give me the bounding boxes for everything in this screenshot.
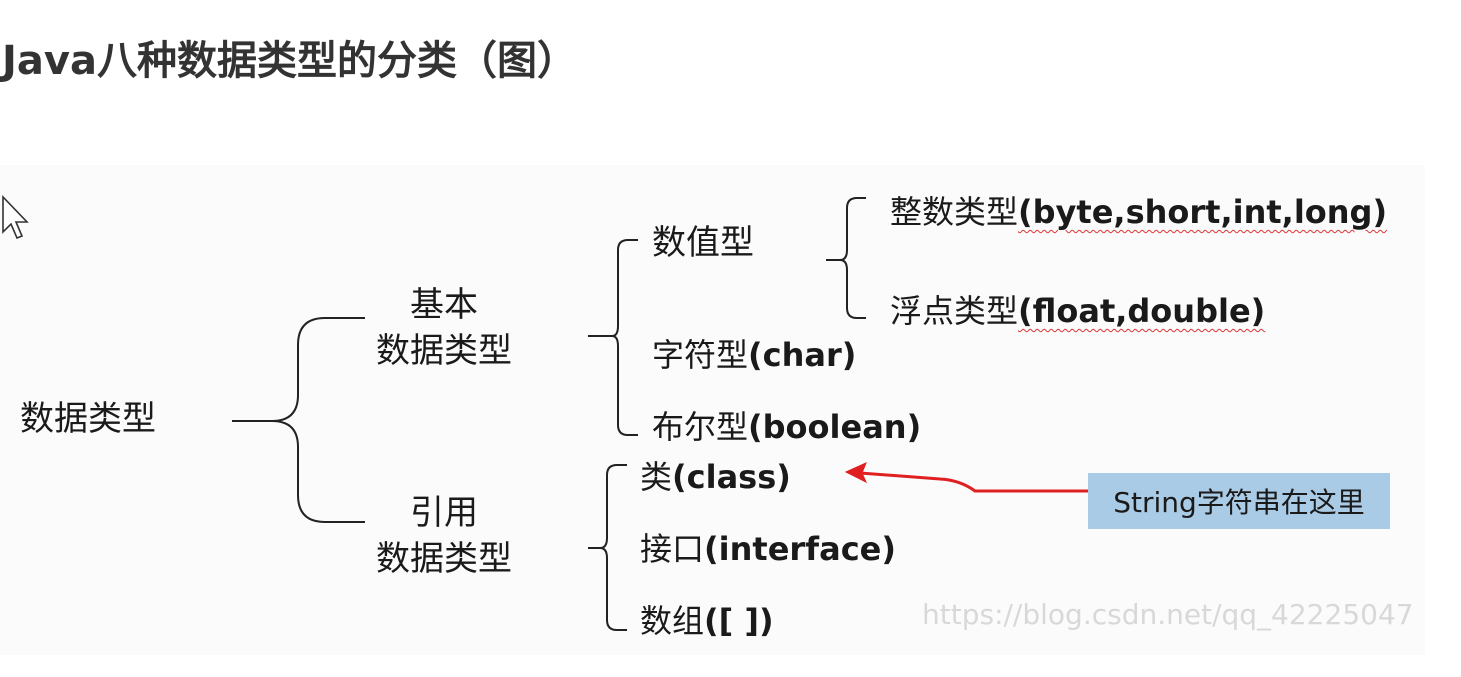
interface-type-list: (interface) (704, 530, 896, 568)
mouse-cursor-icon (2, 195, 29, 240)
basic-brace (588, 239, 638, 436)
array-type-label: 数组 (640, 602, 705, 640)
float-types-label: 浮点类型 (890, 292, 1019, 330)
integer-types-label: 整数类型 (890, 193, 1019, 231)
integer-types-list: (byte,short,int,long) (1018, 193, 1388, 231)
page-title: Java八种数据类型的分类（图） (2, 38, 577, 84)
root-label: 数据类型 (20, 399, 156, 439)
char-type-label: 字符型 (652, 336, 749, 374)
float-types-list: (float,double) (1018, 292, 1266, 330)
interface-type-label: 接口 (640, 530, 705, 568)
reference-types-line1: 引用 (410, 493, 478, 533)
string-callout: String字符串在这里 (1088, 473, 1390, 529)
numeric-brace (826, 197, 866, 319)
char-type-list: (char) (748, 336, 857, 374)
reference-types-label: 引用 数据类型 (374, 490, 514, 582)
boolean-type-item: 布尔型(boolean) (652, 402, 921, 448)
reference-brace (588, 464, 627, 631)
interface-type-item: 接口(interface) (640, 524, 896, 570)
boolean-type-list: (boolean) (748, 408, 922, 446)
basic-types-line2: 数据类型 (376, 331, 512, 371)
char-type-item: 字符型(char) (652, 330, 856, 376)
reference-types-line2: 数据类型 (376, 539, 512, 579)
basic-types-label: 基本 数据类型 (374, 282, 514, 374)
numeric-label: 数值型 (652, 223, 754, 263)
watermark-text: https://blog.csdn.net/qq_42225047 (922, 598, 1414, 631)
diagram-image (0, 165, 1425, 655)
red-arrow-icon (844, 462, 1088, 493)
class-type-list: (class) (672, 458, 791, 496)
float-types-item: 浮点类型(float,double) (890, 286, 1265, 332)
array-type-list: ([ ]) (704, 602, 774, 640)
integer-types-item: 整数类型(byte,short,int,long) (890, 187, 1387, 233)
basic-types-line1: 基本 (410, 285, 478, 325)
root-brace (232, 317, 365, 523)
boolean-type-label: 布尔型 (652, 408, 749, 446)
class-type-item: 类(class) (640, 452, 791, 498)
array-type-item: 数组([ ]) (640, 596, 774, 642)
class-type-label: 类 (640, 458, 673, 496)
